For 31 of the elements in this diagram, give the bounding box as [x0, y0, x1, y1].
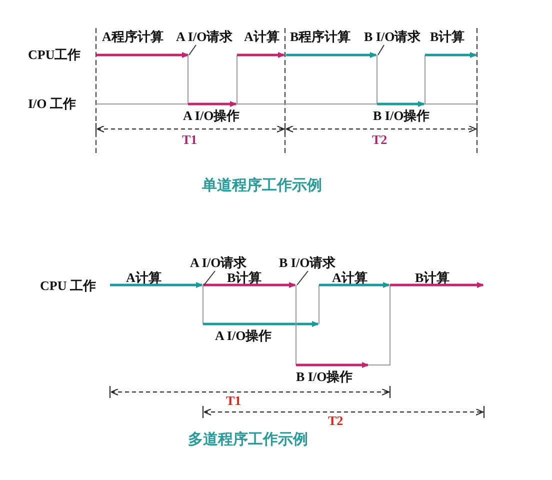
- leader-line: [204, 270, 216, 286]
- event-label: A I/O请求: [190, 255, 247, 271]
- label: CPU工作: [28, 47, 81, 63]
- event-label: A I/O请求: [176, 29, 233, 45]
- timing-chart-drawing: [96, 52, 478, 107]
- label: B I/O操作: [373, 108, 430, 124]
- label: T2: [372, 132, 388, 148]
- label: A计算: [126, 270, 162, 286]
- label: A计算: [332, 270, 368, 286]
- leader-line: [188, 44, 196, 56]
- label: A计算: [244, 29, 280, 45]
- label: B计算: [415, 270, 450, 286]
- label: A I/O操作: [215, 328, 272, 344]
- event-label: B I/O请求: [364, 29, 421, 45]
- label: A I/O操作: [183, 108, 240, 124]
- label: T1: [226, 393, 242, 409]
- event-label: B I/O请求: [279, 255, 336, 271]
- timing-chart-drawing: [110, 282, 484, 368]
- label: I/O 工作: [28, 96, 76, 112]
- leader-line: [378, 44, 384, 56]
- label: CPU 工作: [40, 278, 96, 294]
- label: T2: [328, 413, 344, 429]
- label: B程序计算: [290, 29, 351, 45]
- label: B计算: [430, 29, 465, 45]
- leader-line: [296, 270, 308, 286]
- label: 多道程序工作示例: [188, 432, 308, 448]
- label: 单道程序工作示例: [202, 178, 322, 194]
- label: T1: [182, 132, 198, 148]
- label: A程序计算: [102, 29, 164, 45]
- label: B I/O操作: [296, 369, 353, 385]
- label: B计算: [227, 270, 262, 286]
